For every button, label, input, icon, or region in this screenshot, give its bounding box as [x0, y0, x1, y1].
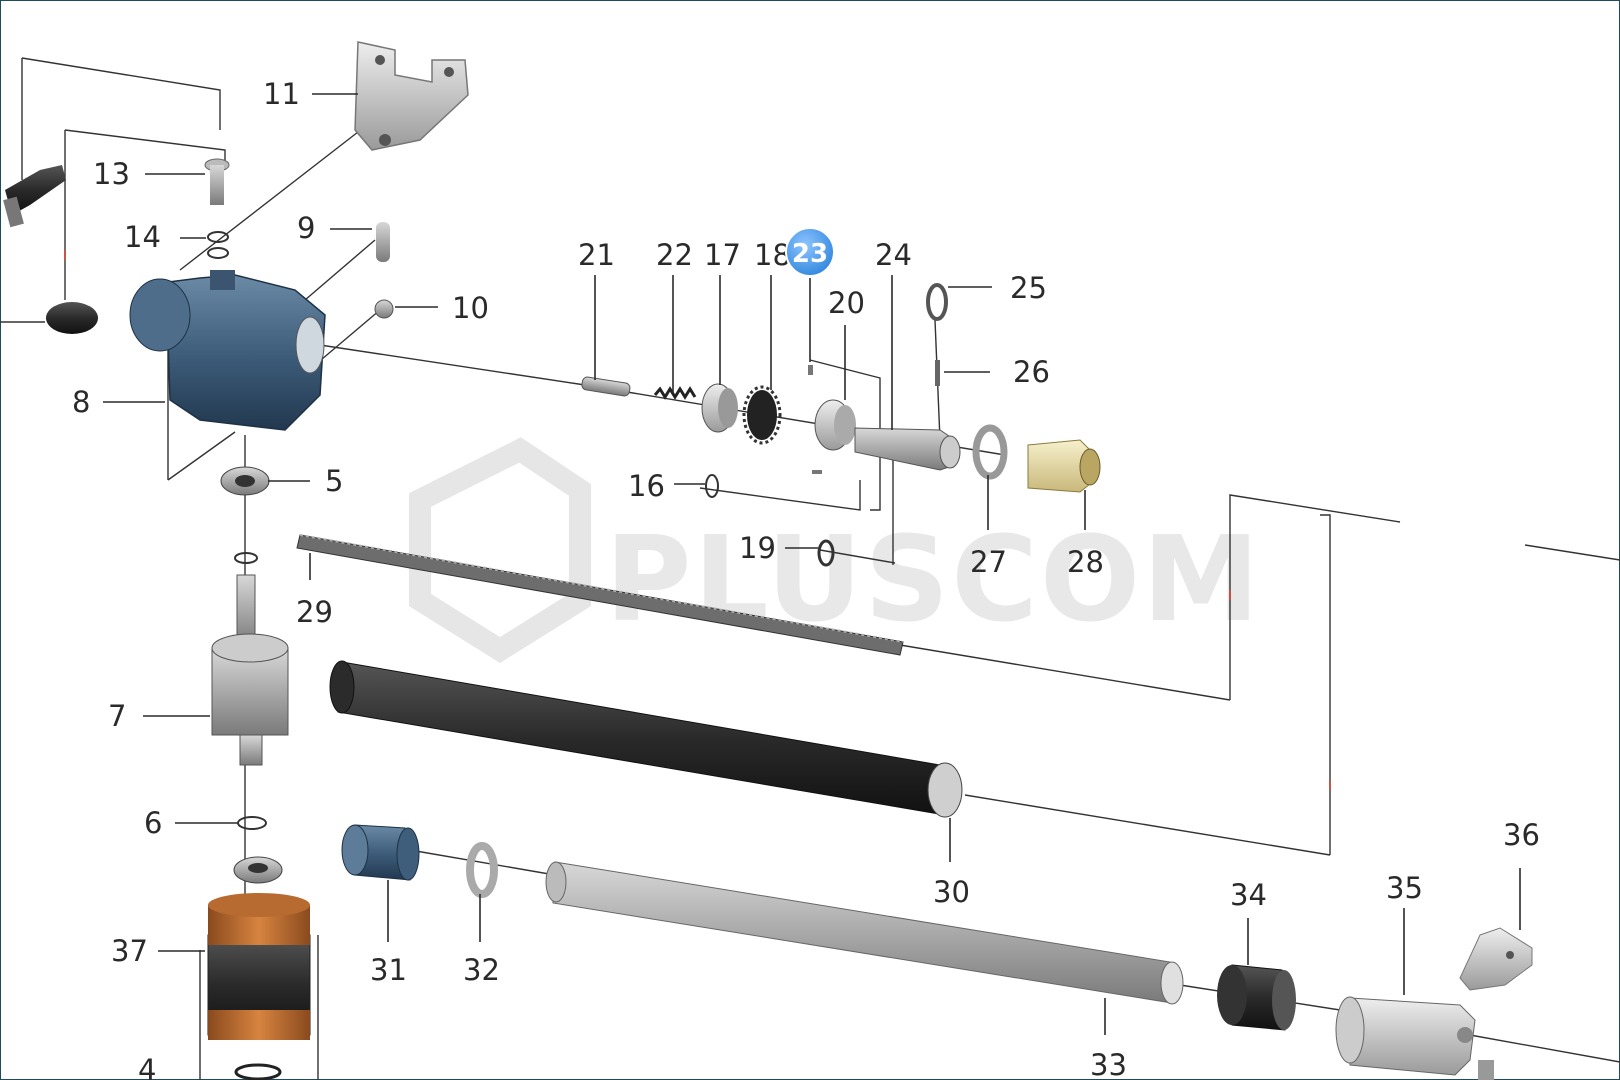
part-label-18: 18 — [754, 238, 791, 272]
part-label-5: 5 — [325, 464, 343, 498]
circlip-16-icon — [705, 474, 719, 498]
watermark: PLUSCOM — [409, 437, 1262, 663]
tube-washer-icon — [466, 842, 498, 898]
gearbox-housing-icon — [129, 270, 326, 431]
output-shaft-icon — [854, 427, 961, 471]
stator-icon — [207, 893, 311, 1040]
bottom-ring-icon — [234, 1063, 282, 1080]
cable-plug-icon — [3, 165, 66, 228]
part-label-30: 30 — [933, 875, 970, 909]
part-label-27: 27 — [970, 545, 1007, 579]
o-ring-icon — [234, 552, 258, 564]
highlighted-part-23[interactable]: 23 — [785, 227, 835, 277]
part-label-10: 10 — [452, 291, 489, 325]
gear-bearing-icon — [701, 383, 738, 433]
part-label-14: 14 — [124, 220, 161, 254]
parts-drawings — [3, 41, 1533, 1080]
lead-screw-icon — [296, 534, 904, 656]
part-label-20: 20 — [828, 286, 865, 320]
retaining-ring-icon — [237, 816, 267, 830]
watermark-logo-icon — [409, 437, 591, 663]
part-label-16: 16 — [628, 469, 665, 503]
coupling-pin-icon — [581, 376, 631, 397]
part-label-37: 37 — [111, 934, 148, 968]
mounting-bracket-icon — [354, 41, 469, 151]
part-labels: 11 13 14 9 10 8 5 7 6 37 4 21 22 17 18 2… — [72, 77, 1540, 1080]
set-screw-icon — [808, 365, 822, 474]
lower-bearing-icon — [233, 856, 283, 884]
part-label-35: 35 — [1386, 871, 1423, 905]
label-leaders — [103, 93, 1521, 1035]
part-label-25: 25 — [1010, 271, 1047, 305]
part-label-6: 6 — [144, 806, 162, 840]
washer-icon — [207, 231, 229, 259]
part-label-9: 9 — [297, 211, 315, 245]
part-label-33: 33 — [1090, 1048, 1127, 1080]
rotor-shaft-icon — [211, 574, 289, 766]
part-label-34: 34 — [1230, 878, 1267, 912]
part-label-31: 31 — [370, 953, 407, 987]
rear-bracket-icon — [1459, 927, 1533, 1080]
output-bearing-icon — [814, 399, 856, 451]
assembly-lines — [0, 57, 1620, 1080]
part-label-29: 29 — [296, 595, 333, 629]
part-label-8: 8 — [72, 385, 90, 419]
part-label-4: 4 — [138, 1053, 156, 1080]
part-label-21: 21 — [578, 238, 615, 272]
inner-tube-icon — [545, 861, 1184, 1005]
part-label-23[interactable]: 23 — [792, 239, 828, 269]
pin-icon — [376, 222, 390, 262]
circlip-19-icon — [817, 539, 835, 567]
spring-icon — [653, 386, 697, 400]
part-label-26: 26 — [1013, 355, 1050, 389]
screw-icon — [204, 158, 230, 205]
outer-tube-icon — [329, 660, 963, 818]
end-bushing-icon — [1217, 964, 1296, 1031]
small-bearing-icon — [374, 299, 394, 319]
brass-nut-icon — [1027, 439, 1101, 493]
bearing-icon — [220, 466, 270, 496]
part-label-19: 19 — [739, 531, 776, 565]
part-label-7: 7 — [108, 699, 126, 733]
part-label-17: 17 — [704, 238, 741, 272]
part-label-24: 24 — [875, 238, 912, 272]
spacer-ring-icon — [972, 424, 1008, 480]
part-label-36: 36 — [1503, 818, 1540, 852]
small-pin-icon — [935, 360, 940, 386]
part-label-32: 32 — [463, 953, 500, 987]
clip-ring-icon — [926, 283, 948, 321]
connector-cap-icon — [46, 302, 98, 334]
part-label-11: 11 — [263, 77, 300, 111]
rod-end-icon — [1335, 996, 1476, 1076]
part-label-13: 13 — [93, 157, 130, 191]
gear-icon — [742, 385, 782, 445]
part-label-22: 22 — [656, 238, 693, 272]
highlight-badge[interactable] — [785, 227, 835, 277]
guide-sleeve-icon — [341, 824, 420, 881]
watermark-text: PLUSCOM — [605, 510, 1262, 648]
part-label-28: 28 — [1067, 545, 1104, 579]
